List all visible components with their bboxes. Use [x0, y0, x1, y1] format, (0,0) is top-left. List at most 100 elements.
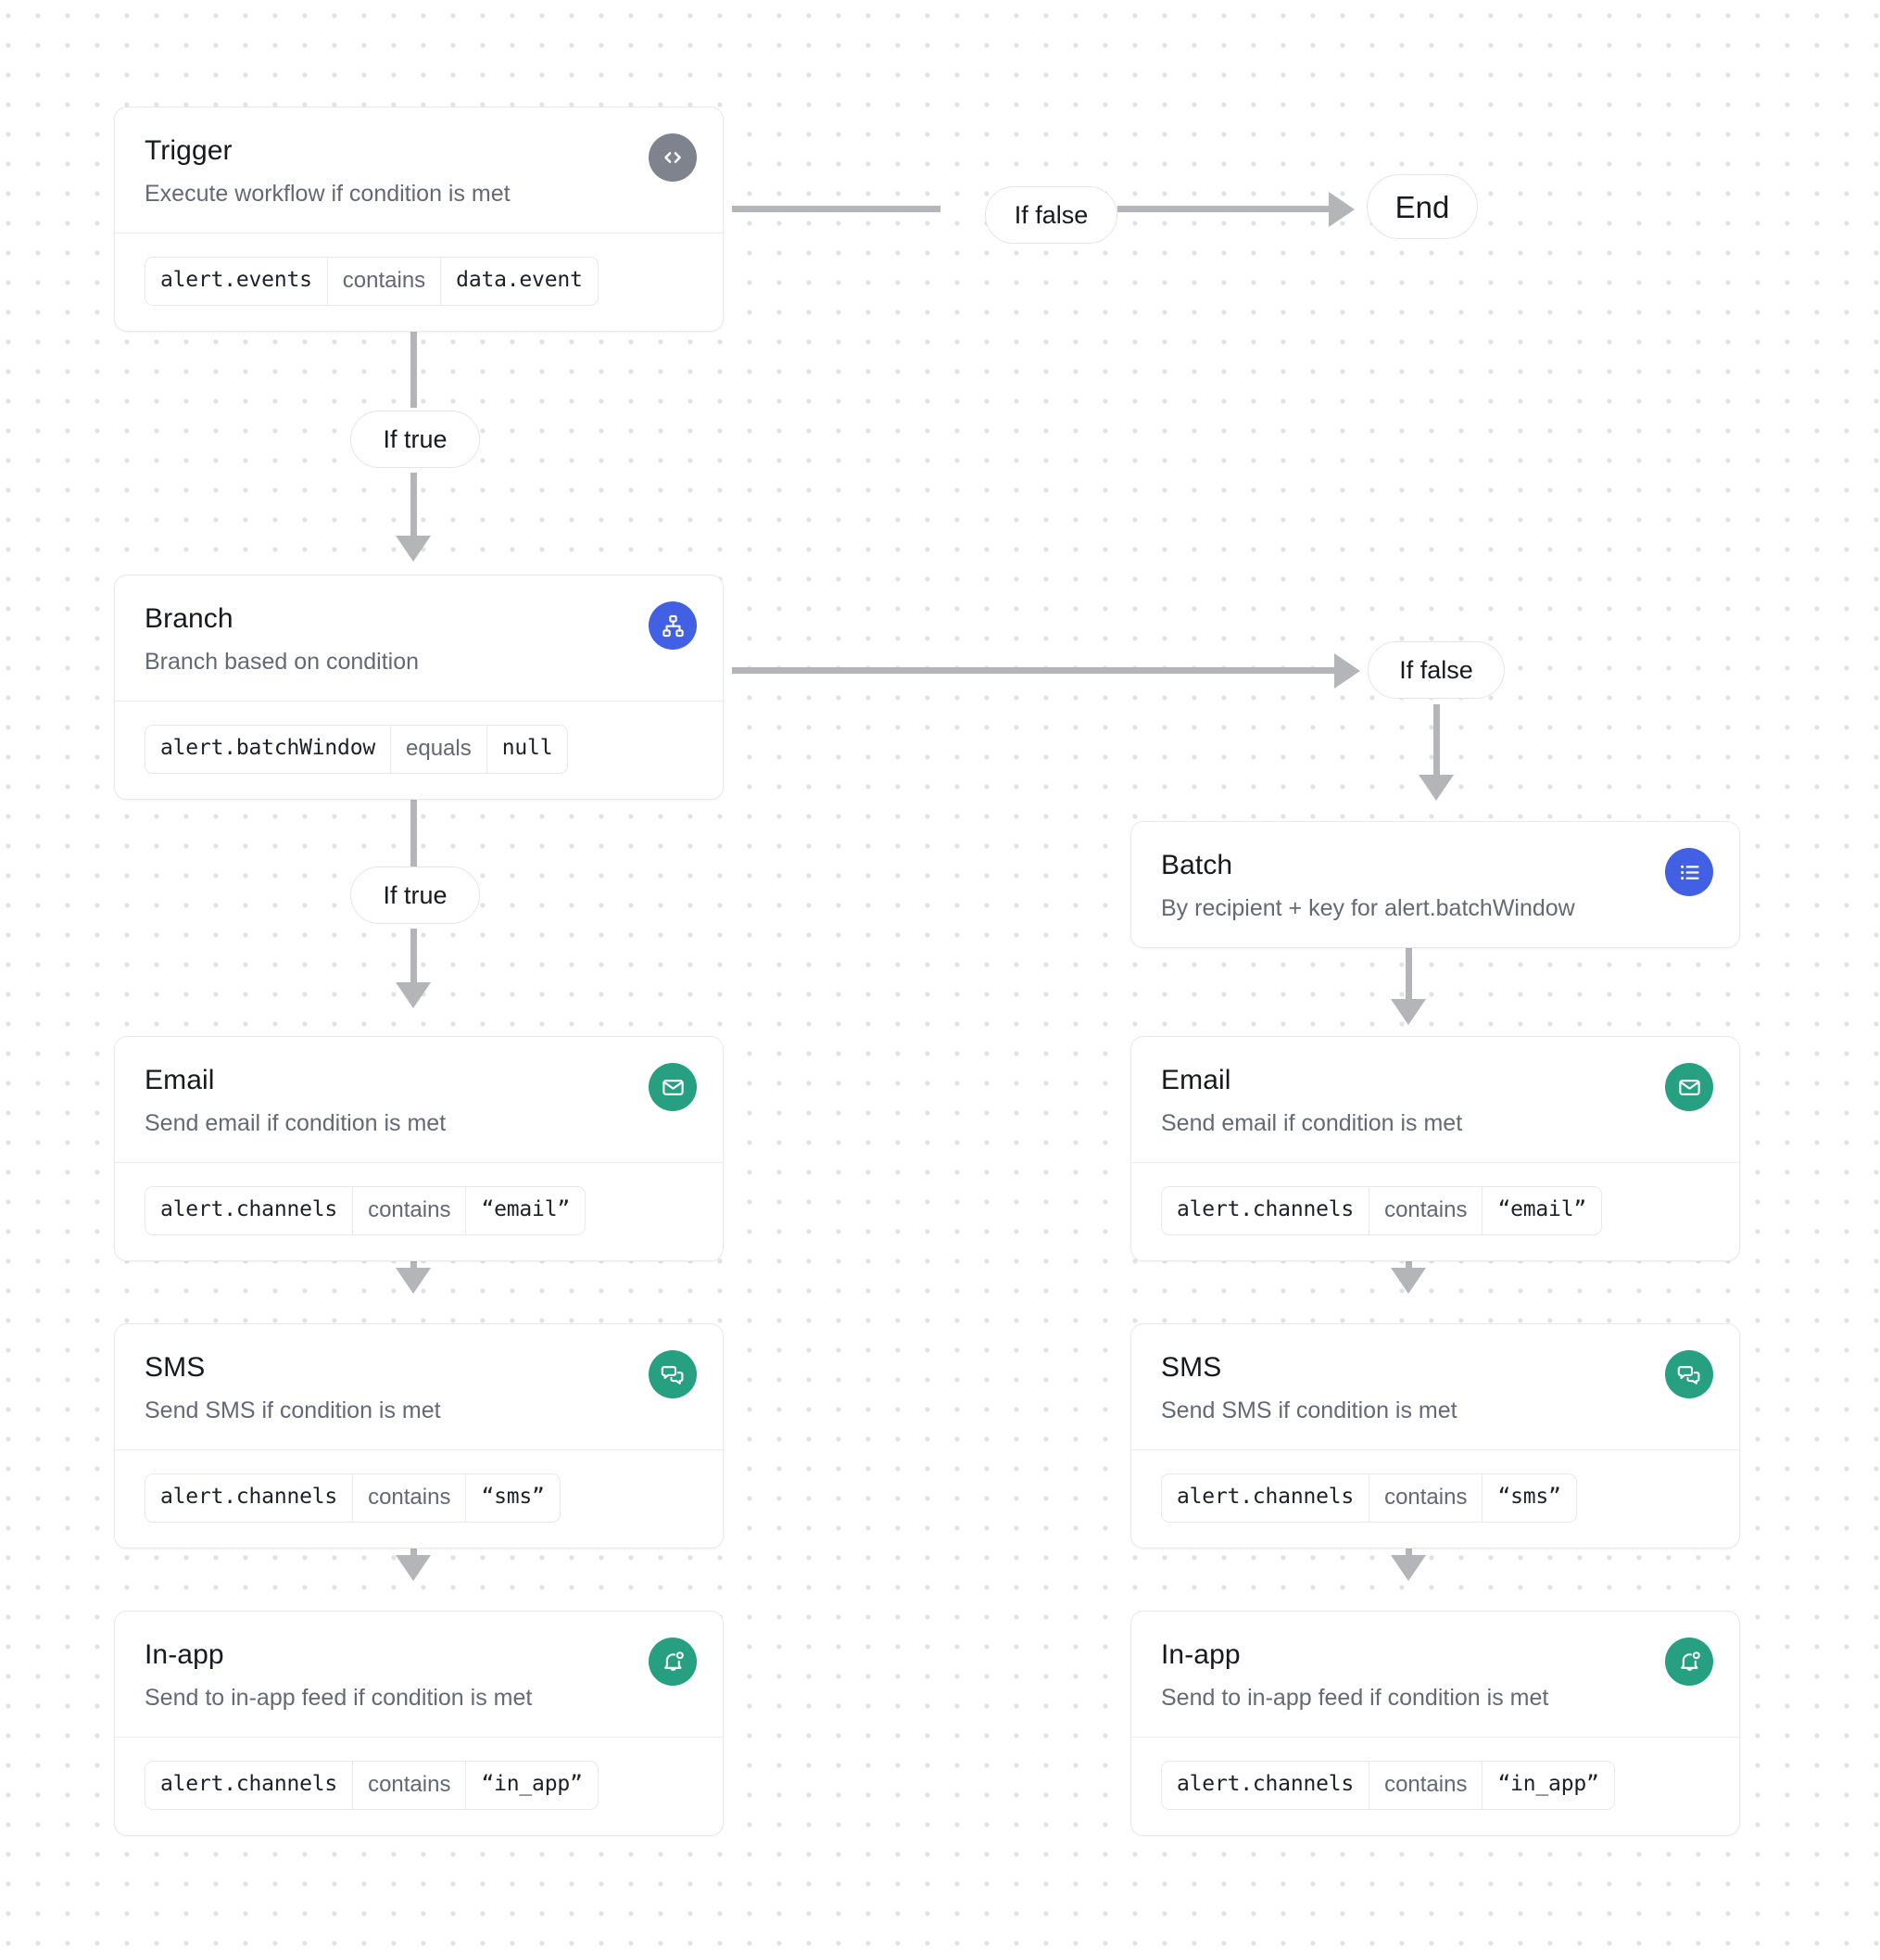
card-condition-area: alert.channels contains “sms”	[1131, 1450, 1739, 1548]
card-divider	[115, 1737, 723, 1738]
end-label: End	[1394, 189, 1450, 224]
condition-operator: contains	[352, 1762, 467, 1810]
condition-chip[interactable]: alert.channels contains “email”	[1161, 1186, 1602, 1236]
condition-chip[interactable]: alert.channels contains “email”	[145, 1186, 586, 1236]
edge-branch-false-down-arrowhead	[1419, 775, 1454, 801]
node-card-email-right[interactable]: Email Send email if condition is met ale…	[1130, 1036, 1740, 1262]
condition-field: alert.channels	[160, 1771, 338, 1796]
chat-bubbles-icon	[1665, 1350, 1713, 1398]
edge-label-branch-if-true[interactable]: If true	[350, 866, 480, 924]
edge-label-branch-if-false[interactable]: If false	[1368, 641, 1505, 699]
edge-branch-true-line-a	[410, 774, 417, 866]
node-subtitle: Send email if condition is met	[145, 1109, 447, 1136]
edge-label-trigger-if-true[interactable]: If true	[350, 411, 480, 468]
node-card-batch[interactable]: Batch By recipient + key for alert.batch…	[1130, 821, 1740, 948]
card-header: SMS Send SMS if condition is met	[115, 1324, 723, 1449]
card-header: SMS Send SMS if condition is met	[1131, 1324, 1739, 1449]
card-divider	[115, 233, 723, 234]
card-header: Trigger Execute workflow if condition is…	[115, 107, 723, 233]
condition-chip[interactable]: alert.batchWindow equals null	[145, 725, 569, 775]
code-icon	[649, 133, 697, 182]
edge-branch-false-arrowhead	[1334, 653, 1360, 689]
node-card-sms-right[interactable]: SMS Send SMS if condition is met alert.c…	[1130, 1323, 1740, 1549]
condition-operator: contains	[1369, 1474, 1483, 1523]
node-card-trigger[interactable]: Trigger Execute workflow if condition is…	[114, 107, 724, 333]
condition-operator: contains	[326, 258, 442, 306]
node-title: SMS	[1161, 1352, 1222, 1383]
card-header: Batch By recipient + key for alert.batch…	[1131, 822, 1739, 947]
condition-chip[interactable]: alert.channels contains “sms”	[145, 1473, 561, 1524]
condition-chip[interactable]: alert.channels contains “in_app”	[145, 1761, 599, 1811]
node-subtitle: Branch based on condition	[145, 648, 420, 675]
condition-operator: contains	[1369, 1762, 1483, 1810]
card-condition-area: alert.channels contains “email”	[115, 1163, 723, 1260]
envelope-icon	[1665, 1063, 1713, 1111]
condition-field: alert.channels	[1177, 1771, 1355, 1796]
card-header: Email Send email if condition is met	[1131, 1037, 1739, 1162]
node-subtitle: Send SMS if condition is met	[1161, 1397, 1457, 1423]
card-condition-area: alert.channels contains “email”	[1131, 1163, 1739, 1260]
edge-label-text: If true	[383, 880, 448, 909]
card-divider	[1131, 1737, 1739, 1738]
condition-field: alert.batchWindow	[160, 735, 376, 760]
node-title: In-app	[145, 1639, 224, 1670]
node-card-email-left[interactable]: Email Send email if condition is met ale…	[114, 1036, 724, 1262]
node-title: In-app	[1161, 1639, 1241, 1670]
node-title: Email	[1161, 1065, 1231, 1095]
card-condition-area: alert.channels contains “in_app”	[1131, 1738, 1739, 1835]
card-condition-area: alert.channels contains “in_app”	[115, 1738, 723, 1835]
edge-label-text: If true	[383, 424, 448, 453]
edge-trigger-false-arrowhead	[1329, 192, 1355, 227]
condition-field: alert.channels	[1177, 1484, 1355, 1509]
card-divider	[115, 1162, 723, 1163]
card-condition-area: alert.batchWindow equals null	[115, 702, 723, 799]
edge-sms-to-inapp-right-arrowhead	[1391, 1555, 1426, 1581]
node-subtitle: Send email if condition is met	[1161, 1109, 1463, 1136]
edge-trigger-false-line-a	[732, 206, 940, 212]
node-end[interactable]: End	[1367, 174, 1478, 239]
condition-value: “sms”	[1497, 1484, 1561, 1509]
node-title: SMS	[145, 1352, 206, 1383]
list-icon	[1665, 848, 1713, 896]
edge-email-to-sms-left-arrowhead	[396, 1268, 431, 1294]
condition-chip[interactable]: alert.channels contains “sms”	[1161, 1473, 1577, 1524]
card-condition-area: alert.channels contains “sms”	[115, 1450, 723, 1548]
edge-trigger-true-line-b	[410, 473, 417, 539]
node-subtitle: Execute workflow if condition is met	[145, 180, 511, 207]
condition-chip[interactable]: alert.events contains data.event	[145, 257, 599, 307]
card-divider	[115, 1449, 723, 1450]
node-title: Batch	[1161, 850, 1233, 880]
node-title: Email	[145, 1065, 215, 1095]
condition-chip[interactable]: alert.channels contains “in_app”	[1161, 1761, 1615, 1811]
node-card-inapp-right[interactable]: In-app Send to in-app feed if condition …	[1130, 1611, 1740, 1837]
edge-label-text: If false	[1399, 655, 1473, 684]
card-header: Email Send email if condition is met	[115, 1037, 723, 1162]
bell-icon	[649, 1638, 697, 1686]
edge-branch-true-line-b	[410, 929, 417, 986]
card-divider	[115, 701, 723, 702]
card-divider	[1131, 1449, 1739, 1450]
edge-label-trigger-if-false[interactable]: If false	[985, 186, 1117, 244]
condition-operator: contains	[1369, 1187, 1483, 1235]
edge-trigger-true-arrowhead	[396, 536, 431, 562]
node-title: Branch	[145, 603, 233, 634]
node-card-sms-left[interactable]: SMS Send SMS if condition is met alert.c…	[114, 1323, 724, 1549]
condition-value: “email”	[1497, 1196, 1586, 1221]
condition-operator: contains	[352, 1474, 467, 1523]
envelope-icon	[649, 1063, 697, 1111]
edge-batch-to-email-right-line	[1406, 945, 1412, 1003]
node-title: Trigger	[145, 135, 233, 166]
edge-sms-to-inapp-left-arrowhead	[396, 1555, 431, 1581]
card-divider	[1131, 1162, 1739, 1163]
edge-trigger-false-line-b	[1117, 206, 1329, 212]
node-card-branch[interactable]: Branch Branch based on condition alert.b…	[114, 575, 724, 801]
condition-field: alert.channels	[160, 1196, 338, 1221]
node-card-inapp-left[interactable]: In-app Send to in-app feed if condition …	[114, 1611, 724, 1837]
edge-branch-false-line	[732, 667, 1334, 674]
edge-batch-to-email-right-arrowhead	[1391, 999, 1426, 1025]
edge-trigger-true-line-a	[410, 310, 417, 408]
node-subtitle: Send to in-app feed if condition is met	[1161, 1684, 1549, 1711]
card-condition-area: alert.events contains data.event	[115, 234, 723, 331]
edge-branch-true-arrowhead	[396, 982, 431, 1008]
